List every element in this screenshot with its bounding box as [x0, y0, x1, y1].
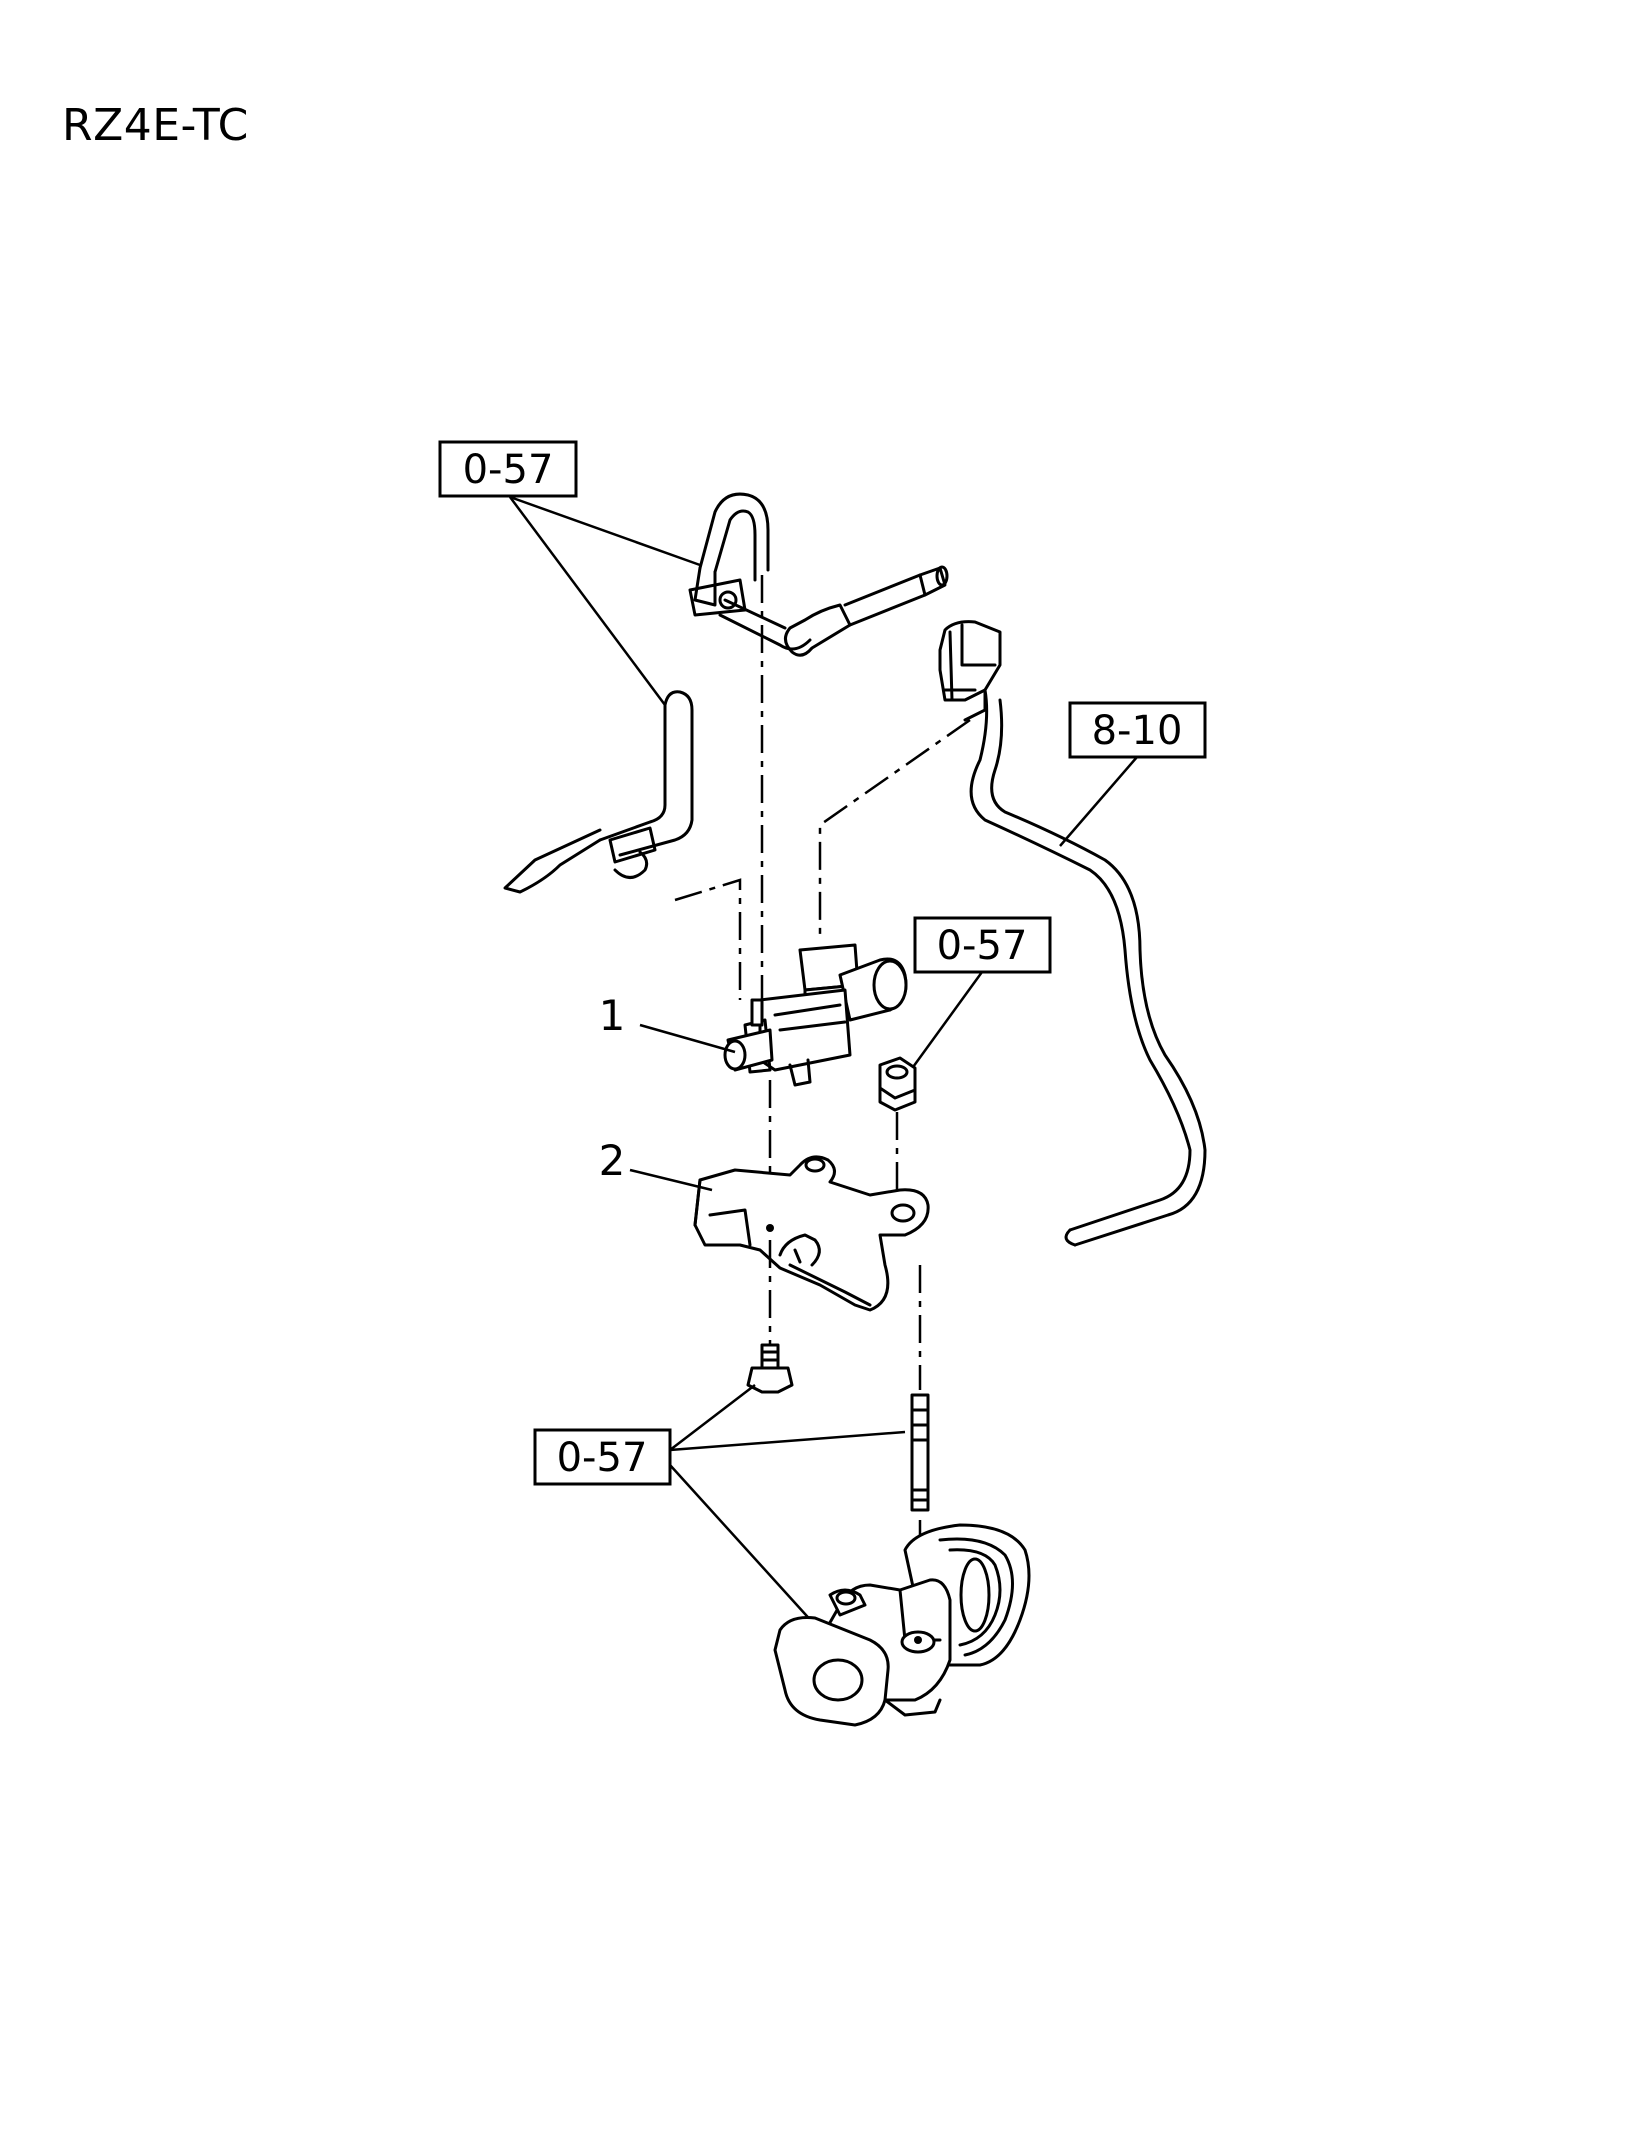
- ref-box-top[interactable]: 0-57: [438, 440, 578, 498]
- ref-box-nut[interactable]: 0-57: [913, 916, 1052, 974]
- ref-box-bottom[interactable]: 0-57: [533, 1428, 672, 1486]
- leader-part-1: [639, 1023, 736, 1054]
- leader-top-2: [508, 496, 667, 706]
- ref-box-bottom-label: 0-57: [557, 1435, 648, 1481]
- right-connector: [938, 620, 1002, 722]
- ref-box-nut-label: 0-57: [937, 923, 1028, 969]
- mounting-bracket[interactable]: [693, 1155, 930, 1312]
- assembly-line-right: [818, 718, 971, 940]
- ref-box-hose[interactable]: 8-10: [1068, 701, 1207, 759]
- leader-bottom-stud: [669, 1430, 906, 1452]
- leader-part-2: [629, 1168, 713, 1192]
- leader-top-1: [509, 495, 701, 567]
- upper-vacuum-hose: [688, 492, 949, 657]
- callout-part-1: 1: [599, 991, 626, 1040]
- ref-box-hose-label: 8-10: [1092, 708, 1183, 754]
- callout-part-2: 2: [599, 1136, 626, 1185]
- solenoid-valve[interactable]: [723, 943, 908, 1087]
- leader-bottom-egr: [669, 1464, 816, 1626]
- bolt: [746, 1343, 794, 1394]
- diagram-title: RZ4E-TC: [62, 100, 249, 151]
- left-vacuum-hose: [503, 690, 694, 894]
- egr-valve: [773, 1523, 1031, 1727]
- flange-nut: [878, 1056, 917, 1112]
- right-vacuum-hose: [969, 688, 1207, 1247]
- assembly-line-left: [674, 878, 742, 1000]
- ref-box-top-label: 0-57: [463, 447, 554, 493]
- stud-bolt: [910, 1393, 930, 1512]
- leader-hose: [1059, 756, 1138, 847]
- leader-bottom-bolt: [669, 1384, 756, 1451]
